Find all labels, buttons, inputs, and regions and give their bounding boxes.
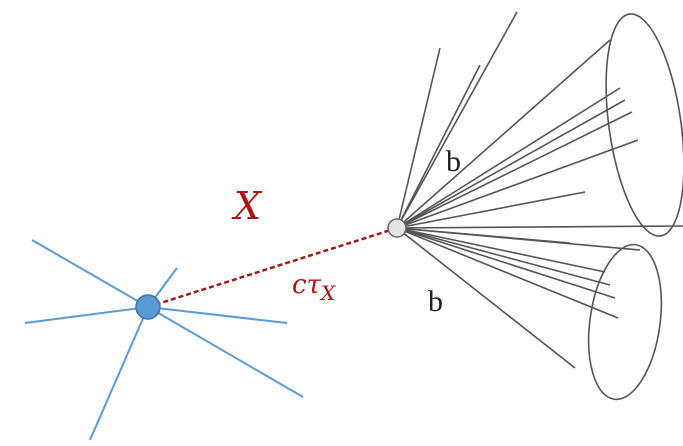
track-left — [24, 306, 149, 324]
decay-path-line — [147, 226, 398, 309]
jet-tracks — [396, 11, 683, 369]
jet-track — [396, 47, 441, 229]
jet-track — [396, 87, 621, 229]
particle-label: X — [231, 184, 263, 228]
jet-track — [396, 191, 586, 229]
jet-track — [396, 227, 616, 299]
jet-track — [396, 227, 576, 369]
jet-cone-upper — [605, 13, 683, 237]
jet-track — [396, 64, 481, 229]
jet-track — [396, 111, 633, 229]
jet-track — [396, 227, 619, 319]
track-down — [89, 306, 149, 441]
decay-length-main: cτ — [292, 270, 322, 300]
primary-vertex — [135, 294, 161, 320]
decay-length-subscript: X — [319, 281, 336, 305]
jet-track — [396, 227, 606, 273]
decay-length-label: cτX — [292, 270, 336, 305]
jet-track — [396, 227, 641, 251]
jet-label-lower: b — [428, 285, 443, 318]
primary-vertex-tracks — [24, 239, 304, 441]
jet-track — [396, 39, 611, 229]
jet-track — [396, 99, 626, 229]
track-lower-right — [147, 306, 304, 398]
jet-track — [396, 227, 611, 286]
jet-track — [396, 11, 518, 229]
jet-label-upper: b — [446, 145, 461, 178]
jet-cone-lower — [587, 243, 663, 401]
jet-track — [396, 225, 683, 229]
track-right — [147, 306, 288, 324]
jet-track — [396, 139, 639, 229]
displaced-vertex — [387, 218, 407, 238]
track-upper-left — [31, 239, 149, 308]
